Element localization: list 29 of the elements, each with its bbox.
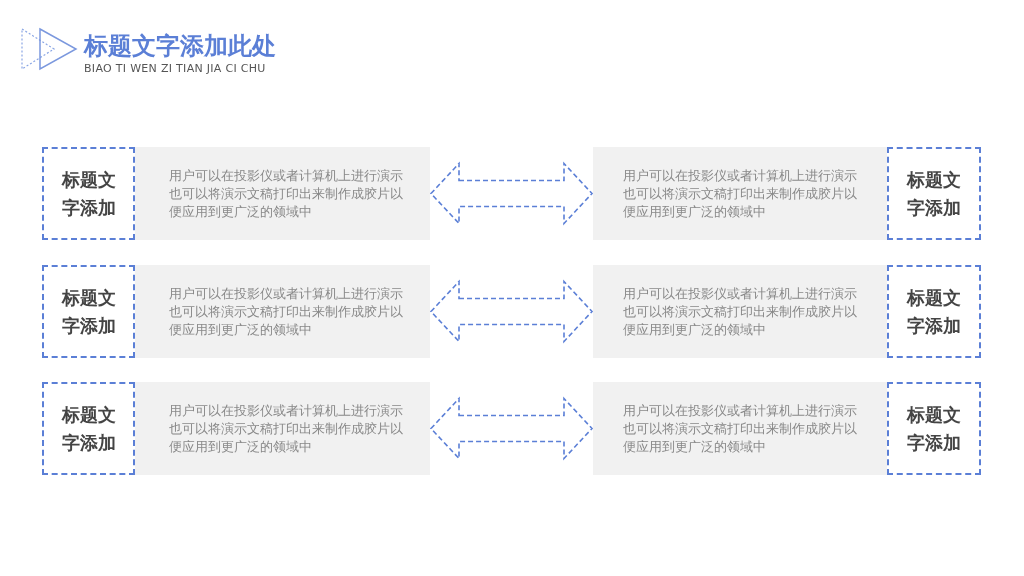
box-heading: 标题文字添加: [61, 285, 116, 338]
body-text: 用户可以在投影仪或者计算机上进行演示也可以将演示文稿打印出来制作成胶片以便应用到更广泛的领域中: [623, 284, 858, 339]
body-text: 用户可以在投影仪或者计算机上进行演示也可以将演示文稿打印出来制作成胶片以便应用到更广泛的领域中: [623, 166, 858, 221]
text-panel: [593, 147, 887, 240]
body-text: 用户可以在投影仪或者计算机上进行演示也可以将演示文稿打印出来制作成胶片以便应用到更广泛的领域中: [169, 284, 404, 339]
title: 标题文字添加此处: [84, 31, 276, 62]
box-heading: 标题文字添加: [907, 402, 961, 455]
dashed-title-box: [42, 265, 135, 358]
dashed-title-box: [887, 265, 981, 358]
box-heading: 标题文字添加: [907, 167, 961, 220]
dashed-title-box: [887, 147, 981, 240]
double-arrow: [429, 396, 594, 461]
dashed-title-box: [887, 382, 981, 475]
text-panel: [135, 147, 430, 240]
body-text: 用户可以在投影仪或者计算机上进行演示也可以将演示文稿打印出来制作成胶片以便应用到更广泛的领域中: [169, 166, 404, 221]
dashed-title-box: [42, 147, 135, 240]
box-heading: 标题文字添加: [61, 167, 116, 220]
box-heading: 标题文字添加: [61, 402, 116, 455]
double-arrow: [429, 161, 594, 226]
text-panel: [135, 265, 430, 358]
body-text: 用户可以在投影仪或者计算机上进行演示也可以将演示文稿打印出来制作成胶片以便应用到更广泛的领域中: [169, 401, 404, 456]
dashed-title-box: [42, 382, 135, 475]
body-text: 用户可以在投影仪或者计算机上进行演示也可以将演示文稿打印出来制作成胶片以便应用到更广泛的领域中: [623, 401, 858, 456]
subtitle: BIAO TI WEN ZI TIAN JIA CI CHU: [84, 62, 266, 75]
double-arrow: [429, 279, 594, 344]
text-panel: [593, 382, 887, 475]
text-panel: [593, 265, 887, 358]
text-panel: [135, 382, 430, 475]
box-heading: 标题文字添加: [907, 285, 961, 338]
